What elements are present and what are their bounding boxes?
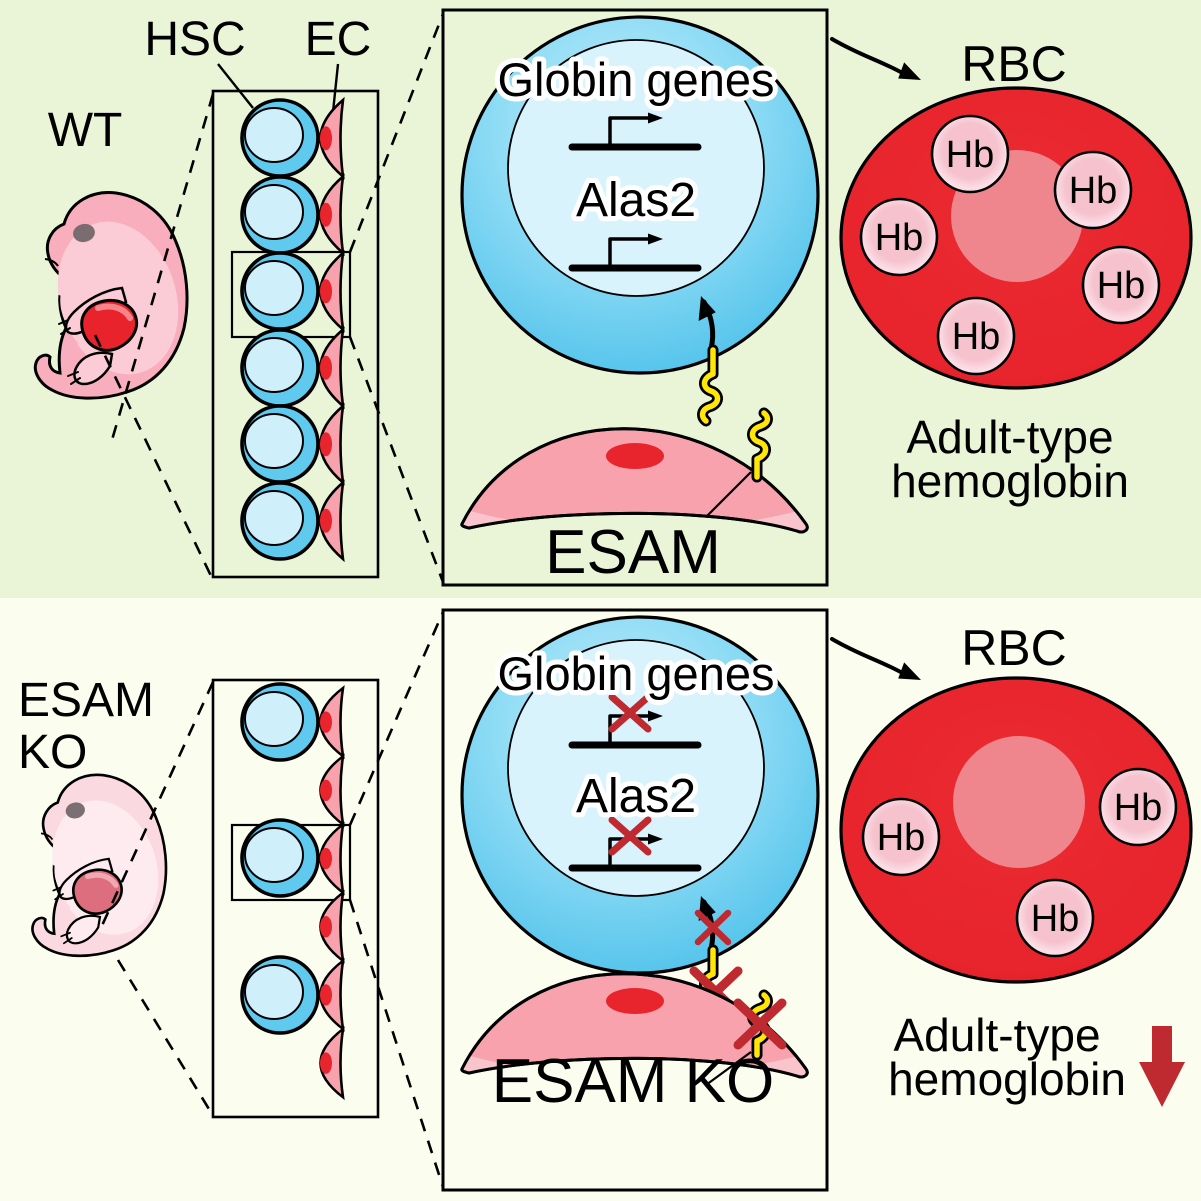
hb-molecule: Hb — [1015, 878, 1095, 958]
wt-condition-label: WT — [48, 104, 123, 157]
hb-molecule: Hb — [1098, 767, 1178, 847]
zoom-dash-line — [348, 611, 445, 826]
hsc-cell — [240, 175, 320, 255]
rbc-label: RBC — [961, 36, 1067, 92]
globin-genes-label: Globin genes — [498, 647, 775, 700]
hb-label: Hb — [1114, 787, 1163, 829]
ko-zoom-panel: Globin genes Alas2 ESAM KO — [441, 608, 829, 1192]
globin-gene-diagram-blocked — [568, 693, 702, 749]
promoter-arrowhead-icon — [648, 112, 663, 124]
ko-condition-label-line1: ESAM — [18, 674, 154, 727]
globin-genes-label: Globin genes — [498, 53, 775, 106]
vessel-column-box — [211, 89, 380, 579]
hsc-cell — [240, 481, 320, 561]
zoom-dash-line — [116, 959, 214, 1115]
hsc-cell — [240, 251, 320, 331]
hb-label: Hb — [952, 316, 1001, 358]
hb-label: Hb — [1097, 265, 1146, 307]
hb-molecule: Hb — [936, 296, 1016, 376]
hb-molecule: Hb — [1081, 245, 1161, 325]
result-text-line1: Adult-type — [893, 1009, 1100, 1061]
promoter-arrowhead-icon — [648, 710, 663, 722]
hsc-cell — [240, 328, 320, 408]
hsc-cell — [240, 98, 320, 178]
globin-gene-diagram — [568, 112, 702, 151]
inhibition-x-icon — [694, 909, 732, 946]
esam-ko-panel-label: ESAM KO — [492, 1047, 775, 1116]
result-text-line2: hemoglobin — [888, 1053, 1126, 1105]
hb-label: Hb — [946, 134, 995, 176]
ec-label: EC — [305, 13, 372, 66]
wt-rbc-group: RBC Hb Hb Hb Hb Hb Adult- — [830, 36, 1193, 507]
hsc-cell — [240, 818, 320, 898]
ec-pointer-line — [331, 63, 340, 113]
hb-label: Hb — [877, 817, 926, 859]
wt-vessel-column — [211, 89, 380, 579]
hb-label: Hb — [875, 217, 924, 259]
inhibition-x-icon — [608, 816, 652, 856]
wt-section: HSC EC WT — [35, 8, 1193, 587]
promoter-arrow-icon — [608, 237, 648, 268]
promoter-arrow-icon — [608, 116, 648, 147]
alas2-label: Alas2 — [576, 770, 696, 823]
result-text-line1: Adult-type — [906, 411, 1113, 463]
signal-arrowhead-icon — [698, 296, 716, 321]
ko-condition-label-line2: KO — [18, 726, 87, 779]
rbc-arrowhead-icon — [898, 62, 921, 80]
hb-molecule: Hb — [861, 797, 941, 877]
inhibition-x-icon — [733, 998, 787, 1050]
hsc-pointer-line — [217, 63, 254, 109]
hsc-nucleus — [507, 39, 765, 297]
hb-label: Hb — [1031, 898, 1080, 940]
alas2-label: Alas2 — [576, 174, 696, 227]
esam-panel-label: ESAM — [545, 518, 721, 587]
hb-label: Hb — [1069, 170, 1118, 212]
esam-pointer-line — [705, 1051, 752, 1086]
hsc-cell — [240, 682, 320, 762]
esam-molecule-icon — [747, 407, 773, 483]
down-arrow-icon — [1139, 1026, 1185, 1107]
alas2-gene-diagram-blocked — [568, 816, 702, 872]
hsc-label: HSC — [144, 13, 245, 66]
promoter-arrowhead-icon — [648, 233, 663, 245]
result-text-line2: hemoglobin — [891, 455, 1129, 507]
rbc-label: RBC — [961, 620, 1067, 676]
esam-molecule-icon — [697, 344, 723, 427]
vessel-column-box — [211, 678, 380, 1119]
rbc-arrow-icon — [830, 637, 908, 677]
rbc-arrow-icon — [830, 37, 908, 77]
inhibition-x-icon — [608, 693, 652, 733]
hsc-nucleus — [507, 639, 765, 897]
zoom-dash-line — [348, 899, 445, 1188]
wt-zoom-panel: Globin genes Alas2 ESAM — [441, 8, 829, 587]
rbc-arrowhead-icon — [898, 662, 921, 680]
zoom-dash-line — [348, 13, 445, 253]
ko-rbc-group: RBC Hb Hb Hb Adult-type hemoglobin — [830, 620, 1193, 1107]
rbc-center-shade — [953, 736, 1085, 868]
esam-pointer-line — [705, 471, 752, 518]
zoom-dash-line — [348, 336, 445, 583]
ko-vessel-column — [211, 678, 380, 1119]
hsc-cell — [240, 404, 320, 484]
promoter-arrowhead-icon — [648, 833, 663, 845]
hb-molecule: Hb — [1053, 150, 1133, 230]
hsc-cell — [240, 955, 320, 1035]
ko-section: ESAM KO — [18, 608, 1193, 1192]
hb-molecule: Hb — [859, 197, 939, 277]
alas2-gene-diagram — [568, 233, 702, 272]
zoom-dash-line — [110, 93, 215, 441]
hb-molecule: Hb — [930, 114, 1010, 194]
